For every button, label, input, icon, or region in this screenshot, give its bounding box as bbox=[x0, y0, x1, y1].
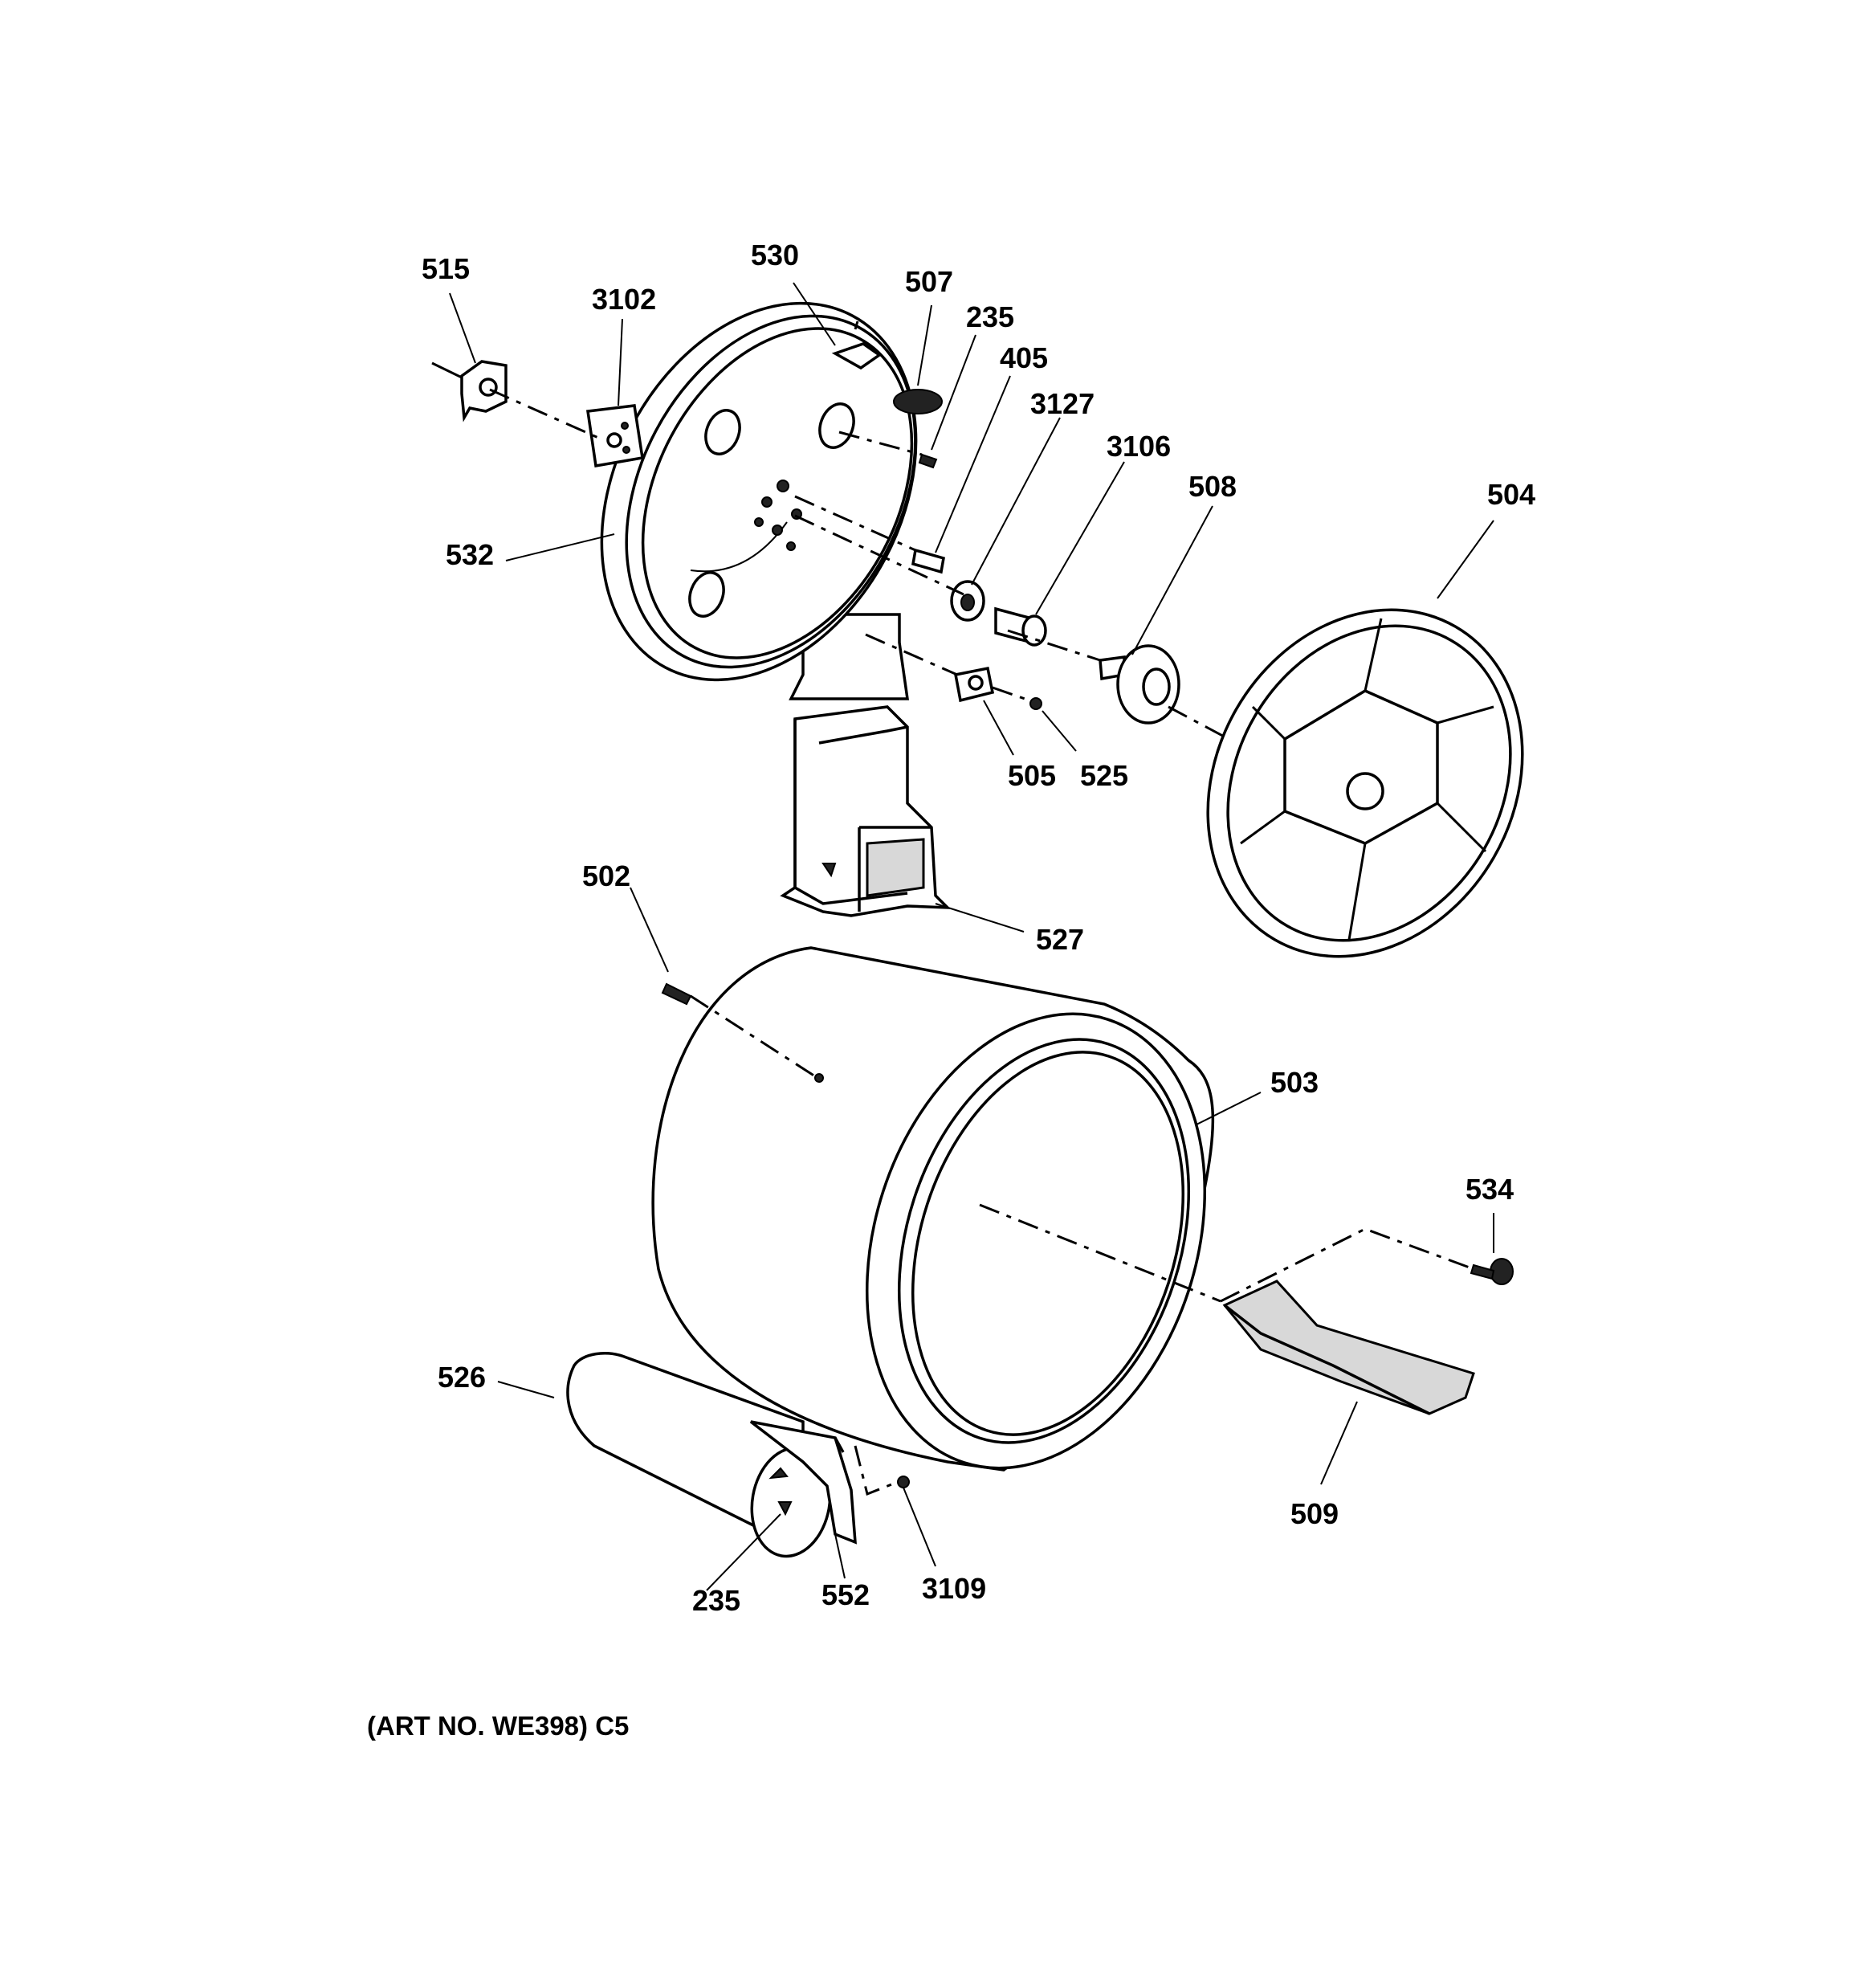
leader-lines bbox=[449, 282, 1494, 1591]
callout-532: 532 bbox=[446, 538, 494, 571]
callout-534: 534 bbox=[1466, 1173, 1514, 1206]
callout-515: 515 bbox=[422, 252, 470, 285]
screw-502 bbox=[661, 982, 692, 1006]
screw-3109 bbox=[897, 1476, 910, 1488]
bearing-3127 bbox=[950, 580, 985, 622]
callout-530: 530 bbox=[751, 239, 799, 271]
callout-525: 525 bbox=[1080, 759, 1128, 792]
support-bracket-527 bbox=[780, 705, 952, 917]
screw-534 bbox=[1470, 1258, 1514, 1285]
screw-235-top bbox=[918, 453, 938, 469]
sensor-507 bbox=[893, 389, 943, 414]
clip-505 bbox=[953, 666, 995, 703]
callout-235-top: 235 bbox=[966, 300, 1014, 333]
callout-552: 552 bbox=[821, 1578, 870, 1611]
plate-3102 bbox=[586, 404, 644, 468]
heater-526 bbox=[566, 1352, 857, 1558]
callout-3102: 3102 bbox=[592, 283, 656, 316]
drum-front-504 bbox=[1206, 608, 1524, 958]
screw-525 bbox=[1029, 697, 1042, 710]
callout-503: 503 bbox=[1270, 1066, 1319, 1099]
bracket-530 bbox=[831, 320, 883, 370]
callout-502: 502 bbox=[582, 859, 630, 892]
callout-507: 507 bbox=[905, 265, 953, 298]
callout-527: 527 bbox=[1036, 923, 1084, 956]
callout-505: 505 bbox=[1008, 759, 1056, 792]
callout-235-bottom: 235 bbox=[692, 1584, 740, 1617]
art-number-caption: (ART NO. WE398) C5 bbox=[367, 1711, 629, 1741]
callout-3106: 3106 bbox=[1107, 430, 1171, 463]
baffle-509 bbox=[1222, 1280, 1475, 1415]
callout-509: 509 bbox=[1290, 1497, 1339, 1530]
bolt-405 bbox=[911, 548, 945, 574]
callout-508: 508 bbox=[1188, 470, 1237, 503]
callout-504: 504 bbox=[1487, 478, 1535, 511]
hub-508 bbox=[1099, 644, 1180, 725]
drum-503 bbox=[651, 946, 1215, 1472]
callout-3127: 3127 bbox=[1030, 387, 1095, 420]
callout-526: 526 bbox=[438, 1361, 486, 1394]
hinge-bracket-515 bbox=[460, 360, 508, 423]
rear-bulkhead-532 bbox=[600, 301, 918, 700]
callout-405: 405 bbox=[1000, 341, 1048, 374]
callout-3109: 3109 bbox=[922, 1572, 986, 1605]
